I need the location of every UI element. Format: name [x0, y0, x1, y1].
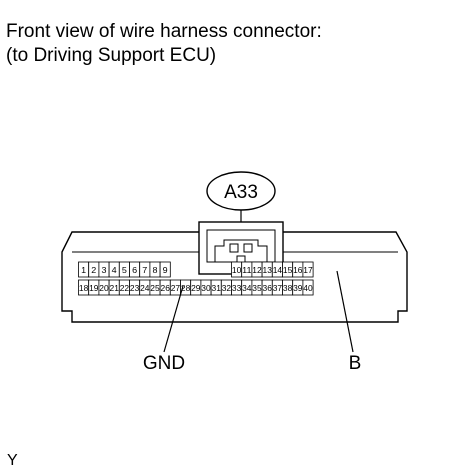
terminal-number: 7	[142, 265, 147, 275]
b-leader-line	[336, 270, 354, 353]
terminal-number: 26	[161, 283, 171, 293]
terminal-number: 18	[79, 283, 89, 293]
diagram-caption: Front view of wire harness connector: (t…	[6, 20, 322, 68]
terminal-number: 28	[181, 283, 191, 293]
terminal-number: 35	[252, 283, 262, 293]
terminal-number: 32	[222, 283, 232, 293]
caption-line-1: Front view of wire harness connector:	[6, 21, 322, 42]
terminal-number: 36	[263, 283, 273, 293]
terminal-number: 37	[273, 283, 283, 293]
terminal-number: 24	[140, 283, 150, 293]
terminal-number: 23	[130, 283, 140, 293]
terminal-number: 19	[89, 283, 99, 293]
terminal-number: 40	[303, 283, 313, 293]
gnd-leader-line	[163, 285, 184, 353]
terminal-number: 30	[201, 283, 211, 293]
terminal-number: 38	[283, 283, 293, 293]
terminal-number: 11	[242, 265, 252, 275]
terminal-number: 4	[112, 265, 117, 275]
figure-mark: Y	[7, 452, 18, 469]
terminal-cell	[159, 261, 171, 278]
terminal-number: 20	[99, 283, 109, 293]
caption-line-2: (to Driving Support ECU)	[6, 45, 217, 66]
terminal-number: 31	[212, 283, 222, 293]
terminal-number: 5	[122, 265, 127, 275]
terminal-number: 6	[132, 265, 137, 275]
terminal-number: 3	[102, 265, 107, 275]
terminal-number: 22	[120, 283, 130, 293]
terminal-number: 9	[163, 265, 168, 275]
terminal-number: 1	[81, 265, 86, 275]
terminal-number: 16	[293, 265, 303, 275]
terminal-cell	[302, 279, 314, 296]
terminal-number: 25	[150, 283, 160, 293]
terminal-number: 21	[110, 283, 120, 293]
terminal-number: 2	[91, 265, 96, 275]
terminal-number: 12	[252, 265, 262, 275]
gnd-label: GND	[143, 353, 185, 374]
terminal-number: 10	[232, 265, 242, 275]
terminal-number: 14	[273, 265, 283, 275]
terminal-number: 39	[293, 283, 303, 293]
terminal-number: 13	[263, 265, 273, 275]
terminal-number: 15	[283, 265, 293, 275]
terminal-number: 27	[171, 283, 181, 293]
terminal-number: 33	[232, 283, 242, 293]
connector-id: A33	[224, 182, 258, 203]
terminal-number: 29	[191, 283, 201, 293]
terminal-number: 34	[242, 283, 252, 293]
terminal-number: 17	[303, 265, 313, 275]
terminal-number: 8	[153, 265, 158, 275]
terminal-cell	[302, 261, 314, 278]
b-label: B	[349, 353, 362, 374]
